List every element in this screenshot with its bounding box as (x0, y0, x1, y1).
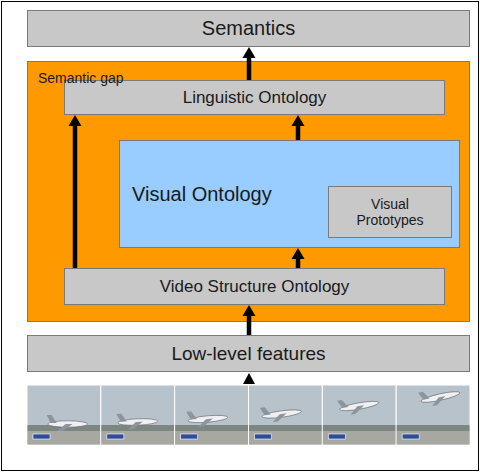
tail-fin (116, 413, 126, 421)
arrow-shaft (73, 125, 78, 268)
airplane (260, 402, 303, 423)
channel-logo (328, 434, 345, 439)
video-frame (175, 385, 249, 445)
tail-fin (186, 411, 197, 420)
film-strip (27, 384, 470, 445)
tail-fin (260, 407, 271, 416)
wing (128, 422, 143, 430)
semantic-gap-region: Semantic gapLinguistic OntologyVisual On… (27, 61, 470, 322)
frame-sky (396, 385, 470, 445)
flow-arrow (292, 115, 305, 140)
box-label: Low-level features (171, 343, 325, 365)
airplane (116, 412, 158, 430)
frame-horizon (175, 425, 248, 431)
video-frame (249, 385, 323, 445)
frame-horizon (323, 425, 396, 431)
channel-logo (107, 434, 124, 439)
frame-horizon (249, 425, 322, 431)
frame-sky (249, 385, 323, 445)
arrow-head (69, 115, 82, 126)
region-label: Semantic gap (38, 70, 124, 86)
frame-horizon (28, 425, 101, 431)
visual-ontology-region: Visual OntologyVisual Prototypes (119, 140, 460, 248)
arrow-head (243, 47, 256, 58)
box-label: Visual Prototypes (340, 196, 440, 228)
frame-runway (323, 431, 396, 445)
frame-runway (175, 431, 248, 445)
video-frame (101, 385, 175, 445)
frame-runway (397, 431, 470, 445)
airplane (47, 415, 88, 431)
airplane (337, 394, 380, 417)
frame-runway (249, 431, 322, 445)
frame-sky (27, 385, 101, 445)
features-box: Low-level features (27, 335, 470, 372)
tail-fin (337, 399, 348, 409)
wing (272, 413, 288, 422)
wing (58, 424, 73, 431)
arrow-shaft (296, 258, 301, 268)
arrow-shaft (296, 125, 301, 140)
arrow-shaft (247, 315, 252, 335)
frame-horizon (397, 425, 470, 431)
flow-arrow (243, 47, 256, 80)
prototypes-box: Visual Prototypes (328, 186, 452, 238)
box-label: Visual Ontology (132, 183, 272, 206)
flow-arrow (243, 305, 256, 335)
channel-logo (181, 434, 198, 439)
video-frame (322, 385, 396, 445)
frame-horizon (101, 425, 174, 431)
frame-sky (322, 385, 396, 445)
box-label: Video Structure Ontology (160, 277, 350, 297)
semantics-box: Semantics (27, 10, 470, 47)
arrow-head (292, 248, 305, 259)
frame-sky (175, 385, 249, 445)
frame-sky (101, 385, 175, 445)
tail-fin (47, 415, 57, 423)
box-label: Linguistic Ontology (183, 88, 327, 108)
strip-arrow (243, 373, 255, 384)
wing (198, 419, 214, 427)
video-frame (396, 384, 470, 445)
flow-arrow (292, 248, 305, 268)
channel-logo (33, 434, 50, 439)
frame-runway (28, 431, 101, 445)
airplane (418, 384, 461, 408)
wing (431, 396, 447, 406)
arrow-head (243, 305, 256, 316)
arrow-shaft (247, 57, 252, 80)
tail-fin (418, 391, 429, 401)
wing (349, 405, 365, 414)
ontology-box: Video Structure Ontology (64, 268, 445, 305)
channel-logo (255, 434, 272, 439)
video-frame (27, 385, 101, 445)
frame-runway (101, 431, 174, 445)
airplane (186, 408, 228, 428)
arrow-head (292, 115, 305, 126)
box-label: Semantics (202, 17, 295, 40)
flow-arrow (69, 115, 82, 268)
channel-logo (402, 434, 419, 439)
